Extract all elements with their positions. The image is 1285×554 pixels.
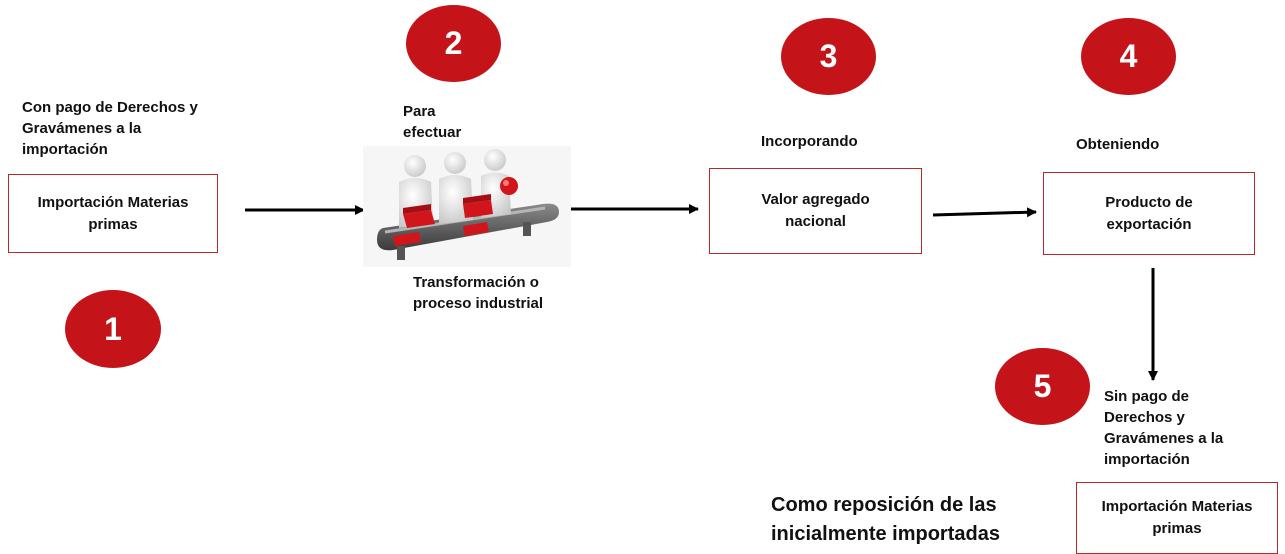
step5-box: Importación Materias primas <box>1076 482 1278 554</box>
step4-box: Producto de exportación <box>1043 172 1255 255</box>
step2-caption-bottom: Transformación o proceso industrial <box>413 274 544 312</box>
step5-caption: Sin pago de Derechos y Gravámenes a la i… <box>1104 388 1224 468</box>
step3-box: Valor agregado nacional <box>709 168 922 254</box>
step4-caption: Obteniendo <box>1076 136 1160 153</box>
step1-box: Importación Materias primas <box>8 174 218 253</box>
step4-circle: 4 <box>1081 18 1176 95</box>
people-assembly-line-icon <box>363 146 571 267</box>
step1-caption: Con pago de Derechos y Gravámenes a la i… <box>22 99 198 158</box>
step3-circle: 3 <box>781 18 876 95</box>
footer-caption: Como reposición de las inicialmente impo… <box>771 494 1000 545</box>
step2-circle: 2 <box>406 5 501 82</box>
step5-circle: 5 <box>995 348 1090 425</box>
step3-caption: Incorporando <box>761 133 858 150</box>
step1-circle: 1 <box>65 290 161 368</box>
step2-caption-top: Para efectuar <box>403 103 462 141</box>
arrow-3-to-4 <box>932 207 1037 218</box>
